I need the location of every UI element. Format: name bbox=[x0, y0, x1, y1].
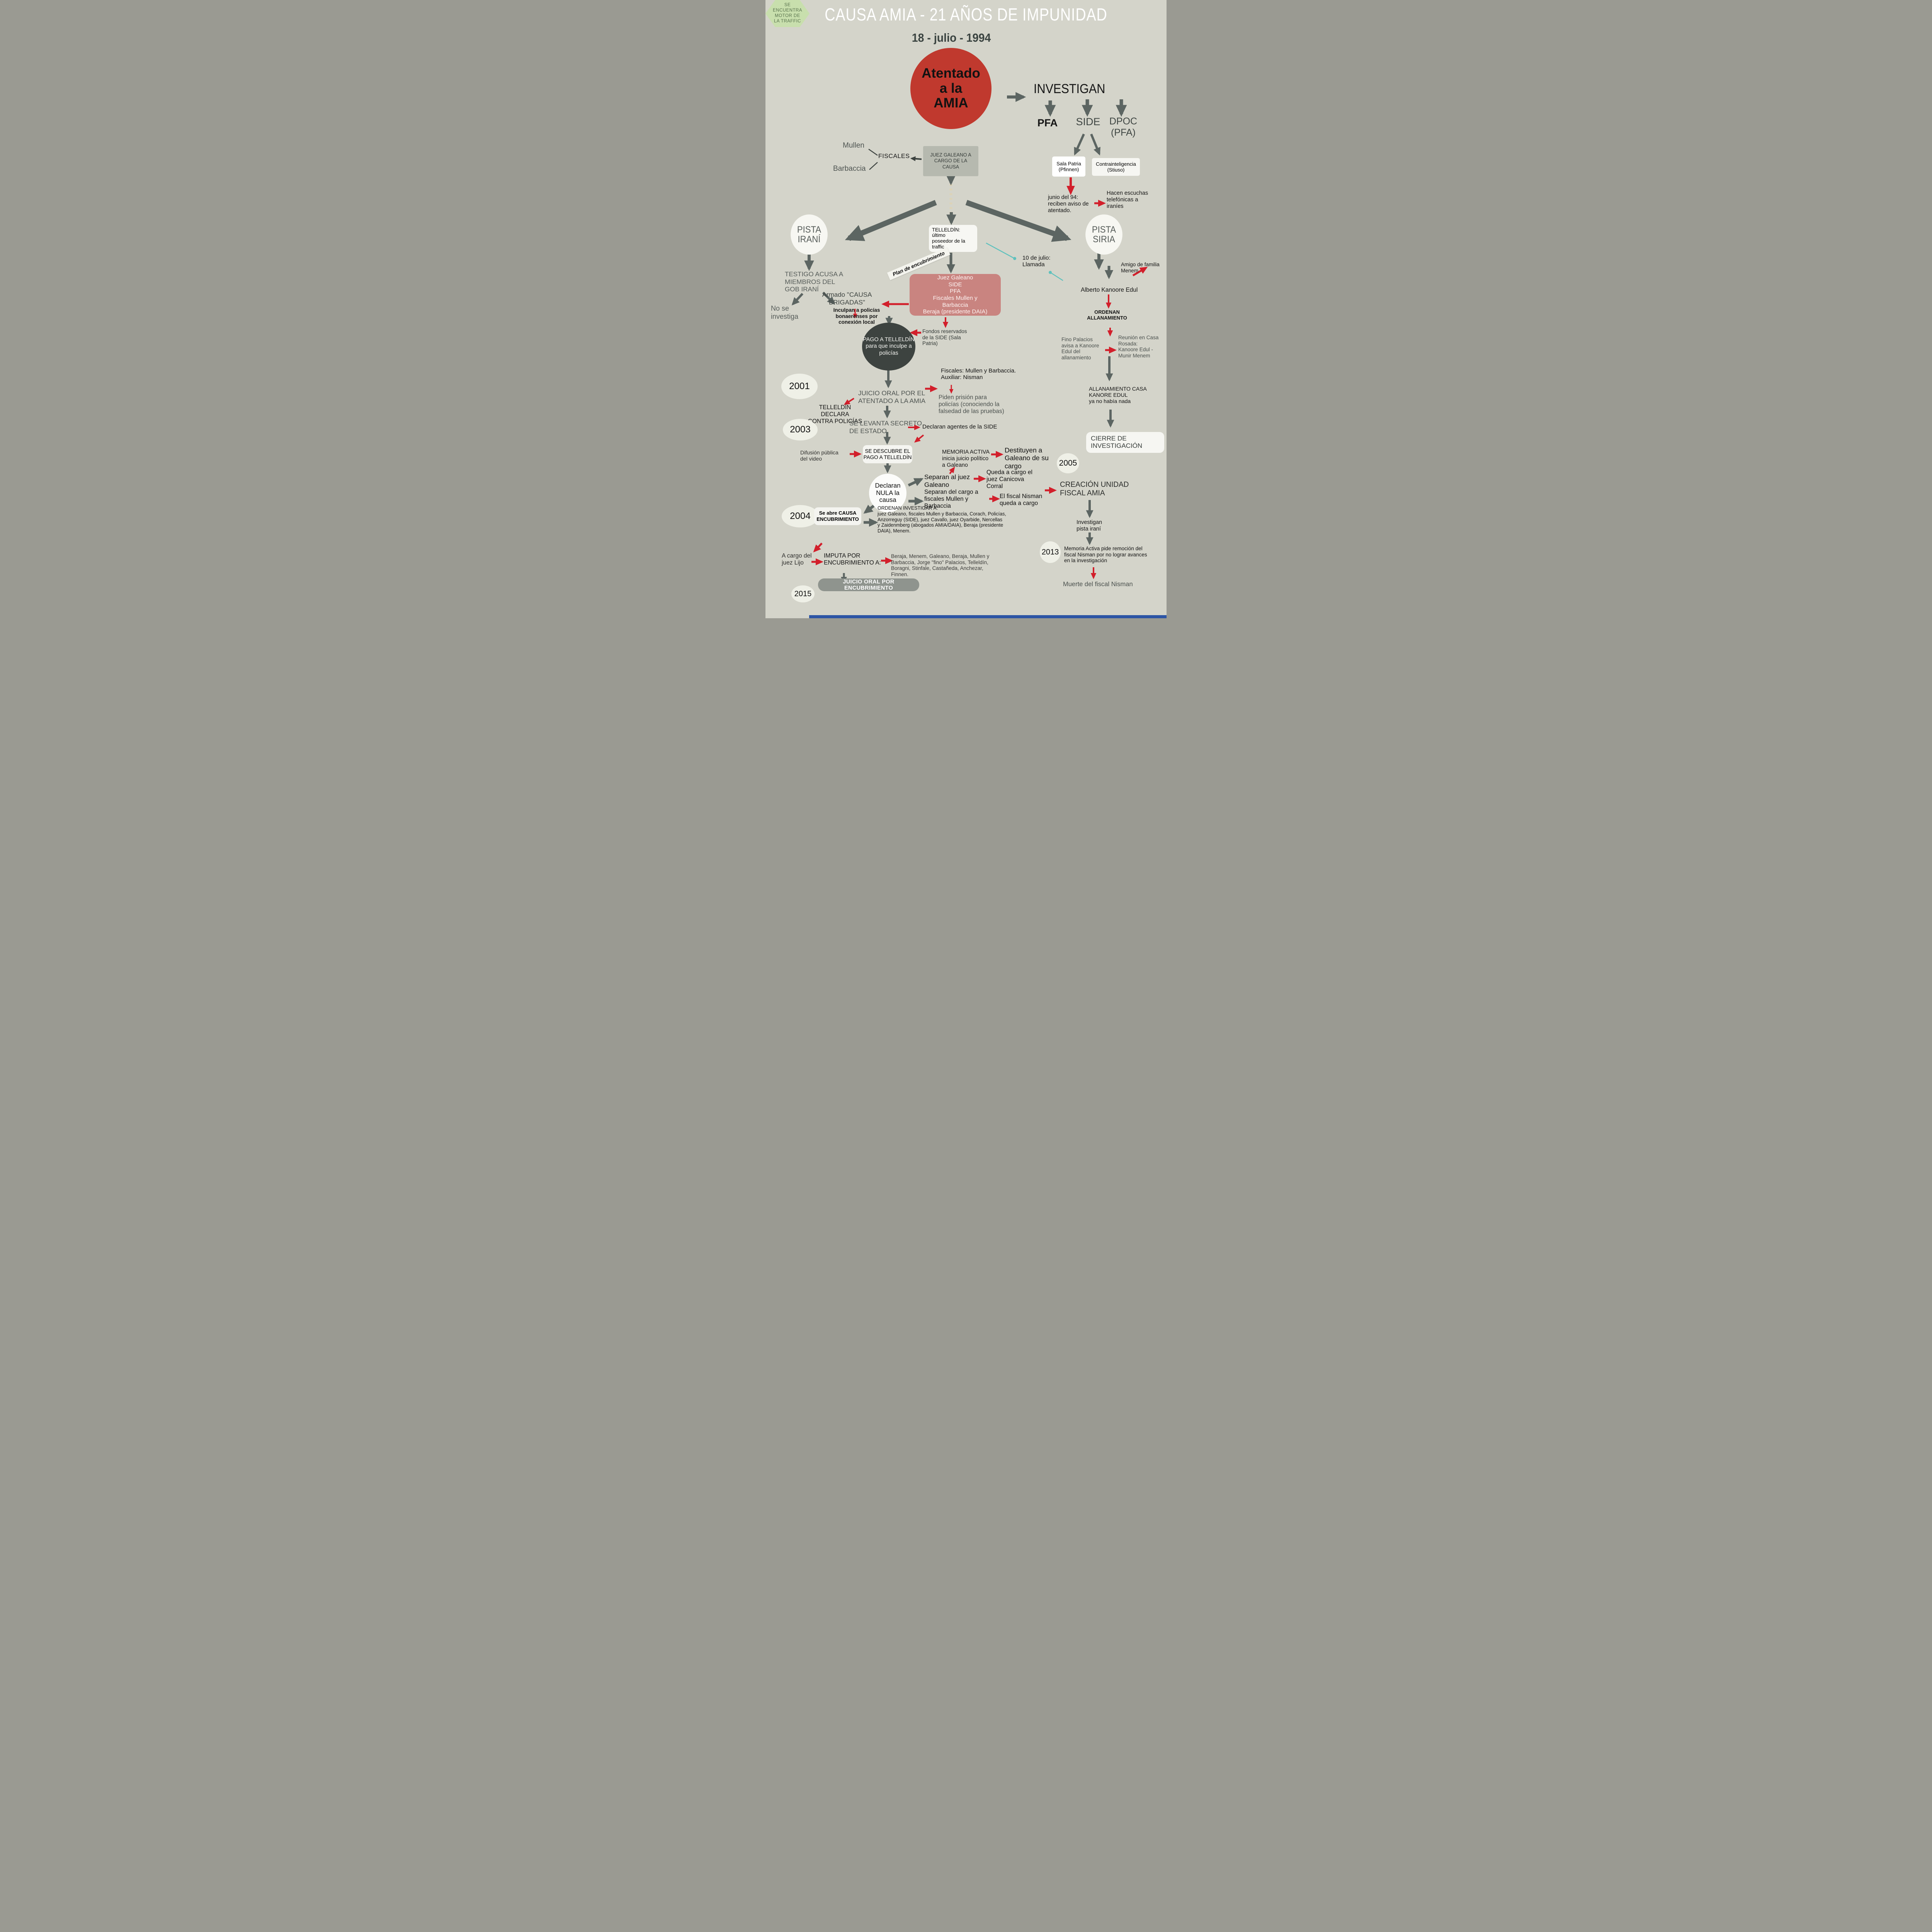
year-2003: 2003 bbox=[783, 419, 818, 440]
node-escuchas: Hacen escuchas telefónicas a iraníes bbox=[1107, 190, 1148, 209]
node-imputados-lista: Beraja, Menem, Galeano, Beraja, Mullen y… bbox=[891, 553, 990, 577]
infographic-canvas: CAUSA AMIA - 21 AÑOS DE IMPUNIDAD 18 - j… bbox=[765, 0, 1167, 618]
node-junio94: junio del 94: reciben aviso de atentado. bbox=[1048, 194, 1089, 214]
node-amigo-menem: Amigo de familia Menem bbox=[1121, 262, 1160, 274]
node-nisman-queda-cargo: El fiscal Nisman queda a cargo bbox=[1000, 493, 1043, 507]
node-fondos-reservados: Fondos reservados de la SIDE (Sala Patri… bbox=[922, 328, 967, 347]
node-difusion-video: Difusión pública del video bbox=[800, 449, 838, 462]
node-kanoore-edul: Alberto Kanoore Edul bbox=[1081, 287, 1138, 293]
node-fino-palacios: Fino Palacios avisa a Kanoore Edul del a… bbox=[1061, 337, 1099, 361]
node-declaran-nula: Declaran NULA la causa bbox=[869, 474, 906, 512]
node-telleldin-poseedor: TELLELDÍN: último poseedor de la traffic bbox=[929, 225, 977, 252]
bottom-bar bbox=[809, 615, 1167, 618]
node-creacion-unidad-fiscal: CREACIÓN UNIDAD FISCAL AMIA bbox=[1060, 481, 1129, 498]
node-destituyen-galeano: Destituyen a Galeano de su cargo bbox=[1005, 446, 1049, 470]
year-2015: 2015 bbox=[791, 585, 815, 602]
node-juicio-oral-atentado: JUICIO ORAL POR EL ATENTADO A LA AMIA bbox=[858, 389, 926, 405]
node-investigan-pista-irani: Investigan pista iraní bbox=[1077, 519, 1102, 532]
node-cierre-investigacion: CIERRE DE INVESTIGACIÓN bbox=[1086, 432, 1164, 453]
node-separan-juez: Separan al juez Galeano bbox=[924, 473, 970, 488]
node-piden-prision: Piden prisión para policías (conociendo … bbox=[939, 394, 1004, 415]
year-2004: 2004 bbox=[782, 505, 819, 527]
node-muerte-nisman: Muerte del fiscal Nisman bbox=[1063, 581, 1133, 588]
attack-circle: Atentado a la AMIA bbox=[910, 48, 992, 129]
node-diez-julio: 10 de julio: Llamada bbox=[1022, 255, 1051, 268]
node-descubre-pago: SE DESCUBRE EL PAGO A TELLELDÍN bbox=[863, 445, 912, 463]
node-ordenan-allanamiento: ORDENAN ALLANAMIENTO bbox=[1087, 309, 1127, 321]
year-2001: 2001 bbox=[781, 374, 818, 399]
node-allanamiento-casa: ALLANAMIENTO CASA KANORE EDUL ya no habí… bbox=[1089, 386, 1147, 405]
flow-arrows bbox=[791, 92, 1148, 584]
node-pista-irani: PISTA IRANÍ bbox=[791, 214, 828, 255]
node-armado-causa-brigadas: Armado "CAUSA BRIGADAS" bbox=[822, 291, 872, 306]
node-declaran-side: Declaran agentes de la SIDE bbox=[922, 423, 997, 430]
node-pfa: PFA bbox=[1037, 117, 1058, 129]
investigan-heading: INVESTIGAN bbox=[1034, 82, 1105, 96]
node-dpoc: DPOC (PFA) bbox=[1109, 116, 1138, 138]
node-pago-telleldin: PAGO A TELLELDÍN para que inculpe a poli… bbox=[862, 323, 915, 371]
node-mullen: Mullen bbox=[843, 141, 864, 150]
year-2013: 2013 bbox=[1040, 541, 1061, 563]
node-juez-galeano: JUEZ GALEANO A CARGO DE LA CAUSA bbox=[923, 146, 978, 176]
node-testigo: TESTIGO ACUSA A MIEMBROS DEL GOB IRANÍ bbox=[785, 270, 844, 293]
node-memoria-remocion: Memoria Activa pide remoción del fiscal … bbox=[1064, 546, 1147, 564]
node-side: SIDE bbox=[1076, 116, 1100, 128]
node-separan-fiscales: Separan del cargo a fiscales Mullen y Ba… bbox=[924, 489, 978, 509]
year-2005: 2005 bbox=[1057, 453, 1079, 473]
node-reunion-casa-rosada: Reunión en Casa Rosada: Kanoore Edul - M… bbox=[1118, 335, 1159, 359]
node-canicova-corral: Queda a cargo el juez Canicova Corral bbox=[986, 469, 1032, 490]
attack-label: Atentado a la AMIA bbox=[922, 66, 980, 111]
node-ordenan-investigar: ORDENAN INVESTIGAR A: juez Galeano, fisc… bbox=[878, 505, 1006, 534]
node-sala-patria: Sala Patria (Pfinnen) bbox=[1052, 156, 1085, 177]
node-motor-hexagon: SE ENCUENTRA MOTOR DE LA TRAFFIC bbox=[765, 0, 810, 27]
node-imputa-encubrimiento: IMPUTA POR ENCUBRIMIENTO A: bbox=[824, 553, 881, 566]
node-memoria-activa: MEMORIA ACTIVA inicia juicio político a … bbox=[942, 449, 990, 468]
node-se-abre-causa: Se abre CAUSA ENCUBRIMIENTO bbox=[814, 507, 861, 525]
node-pista-siria: PISTA SIRIA bbox=[1085, 214, 1122, 255]
node-inculpan: Inculpan a policías bonaerenses por cone… bbox=[833, 307, 880, 325]
page-title: CAUSA AMIA - 21 AÑOS DE IMPUNIDAD bbox=[825, 5, 1107, 24]
node-fiscales: FISCALES bbox=[878, 153, 910, 160]
node-juicio-oral-encubrimiento: JUICIO ORAL POR ENCUBRIMIENTO bbox=[818, 578, 919, 591]
node-fiscales-nisman: Fiscales: Mullen y Barbaccia. Auxiliar: … bbox=[941, 367, 1016, 381]
date-heading: 18 - julio - 1994 bbox=[912, 31, 991, 44]
node-contrainteligencia: Contrainteligencia (Stiuso) bbox=[1092, 158, 1140, 176]
node-no-investiga: No se investiga bbox=[771, 304, 799, 320]
node-levanta-secreto: SE LEVANTA SECRETO DE ESTADO bbox=[849, 420, 922, 435]
node-juez-lijo: A cargo del juez Lijo bbox=[782, 553, 812, 566]
node-plan-box: Juez Galeano SIDE PFA Fiscales Mullen y … bbox=[910, 274, 1001, 316]
node-barbaccia: Barbaccia bbox=[833, 165, 866, 173]
